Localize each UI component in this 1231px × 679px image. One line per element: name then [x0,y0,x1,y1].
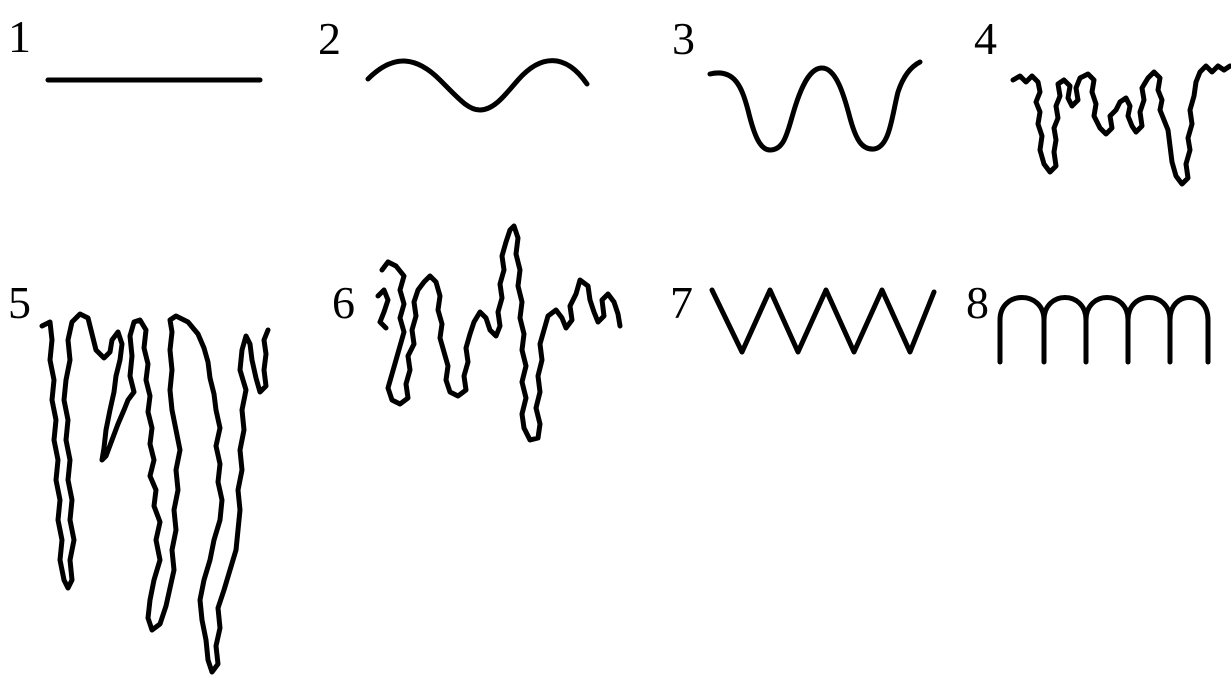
profile-5-shape [42,314,268,672]
profile-2: 2 [318,13,587,110]
profile-7: 7 [670,277,934,352]
profile-6-shape [382,226,620,440]
profile-8-shape [1000,298,1208,363]
profile-8-label: 8 [966,277,989,328]
profile-2-shape [368,61,587,110]
profile-5-label: 5 [8,277,31,328]
profile-4: 4 [974,13,1230,184]
profile-6: 6 [332,226,620,440]
profile-8: 8 [966,277,1208,362]
profile-1-label: 1 [8,11,31,62]
profile-7-shape [712,290,934,352]
profile-6-inner-loop [378,290,388,328]
profile-5: 5 [8,277,268,672]
profile-3-label: 3 [672,13,695,64]
profile-2-label: 2 [318,13,341,64]
profile-3: 3 [672,13,920,150]
profile-3-shape [710,62,920,150]
profile-4-shape [1013,66,1230,184]
profile-1: 1 [8,11,260,80]
profile-4-label: 4 [974,13,997,64]
profile-7-label: 7 [670,277,693,328]
profile-6-label: 6 [332,277,355,328]
